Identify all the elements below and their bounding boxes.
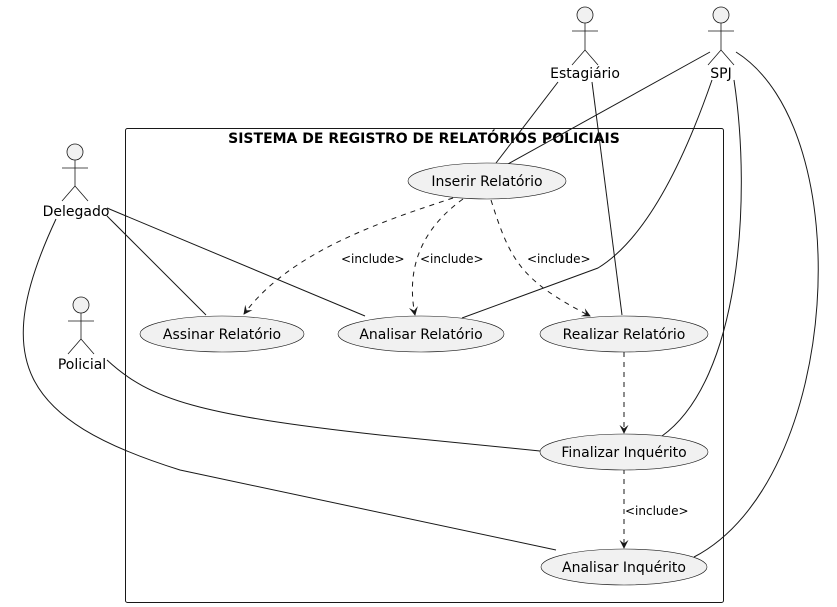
include-label-analisar: <include>	[420, 252, 484, 266]
include-label-assinar: <include>	[341, 252, 405, 266]
assoc-spj-analisar-inquerito	[693, 51, 819, 558]
assoc-delegado-assinar	[106, 215, 207, 316]
assoc-estagiario-inserir	[495, 81, 559, 164]
use-case-finalizar-inquerito[interactable]: Finalizar Inquérito	[539, 433, 709, 471]
include-inserir-assinar	[243, 197, 454, 315]
actor-label: SPJ	[710, 66, 731, 82]
use-case-label: Assinar Relatório	[163, 327, 281, 343]
include-label-analisar-inquerito: <include>	[625, 504, 689, 518]
associations	[22, 51, 819, 558]
assoc-spj-finalizar	[661, 79, 742, 437]
actor-figure-icon	[707, 6, 735, 66]
actor-label: Delegado	[43, 204, 110, 220]
actor-delegado[interactable]: Delegado	[43, 143, 110, 220]
include-dependencies	[243, 197, 629, 549]
actor-figure-icon	[67, 296, 95, 355]
assoc-delegado-analisar-inquerito	[22, 218, 557, 551]
system-title: SISTEMA DE REGISTRO DE RELATÓRIOS POLICI…	[228, 129, 620, 147]
include-inserir-realizar	[490, 199, 591, 317]
actor-estagiario[interactable]: Estagiário	[550, 6, 620, 82]
actor-label: Estagiário	[550, 66, 620, 82]
assoc-policial-finalizar	[106, 359, 541, 452]
use-case-label: Realizar Relatório	[563, 327, 686, 343]
actor-label: Policial	[58, 357, 106, 373]
use-case-label: Inserir Relatório	[431, 174, 542, 190]
use-case-label: Finalizar Inquérito	[561, 445, 686, 461]
use-case-realizar-relatorio[interactable]: Realizar Relatório	[539, 315, 709, 353]
include-label-realizar: <include>	[527, 252, 591, 266]
assoc-estagiario-realizar	[591, 81, 623, 316]
use-case-analisar-inquerito[interactable]: Analisar Inquérito	[540, 548, 708, 586]
assoc-spj-analisar-relatorio	[461, 79, 713, 319]
use-case-analisar-relatorio[interactable]: Analisar Relatório	[337, 315, 505, 353]
use-case-assinar-relatorio[interactable]: Assinar Relatório	[139, 315, 305, 353]
use-case-inserir-relatorio[interactable]: Inserir Relatório	[407, 162, 567, 200]
actor-figure-icon	[571, 6, 599, 66]
system-boundary	[125, 128, 724, 603]
use-case-label: Analisar Inquérito	[562, 560, 686, 576]
assoc-delegado-analisar-relatorio	[106, 207, 366, 317]
actor-policial[interactable]: Policial	[58, 296, 106, 373]
assoc-spj-inserir	[507, 51, 711, 165]
use-case-label: Analisar Relatório	[359, 327, 482, 343]
actor-figure-icon	[61, 143, 89, 202]
actor-spj[interactable]: SPJ	[707, 6, 735, 82]
